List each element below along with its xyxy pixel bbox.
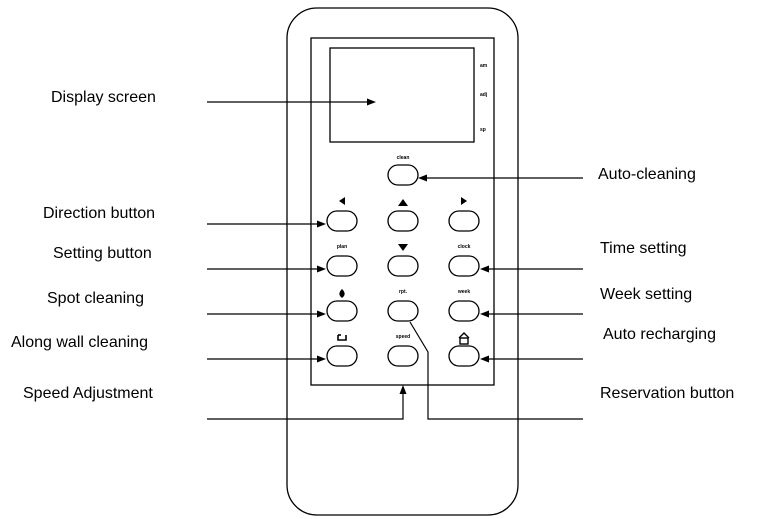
label-display-screen: Display screen	[51, 89, 156, 106]
reservation-button[interactable]	[387, 300, 419, 322]
down-arrow-icon	[398, 244, 408, 251]
speed-adjustment-button[interactable]	[387, 345, 419, 367]
left-direction-button[interactable]	[326, 210, 358, 232]
remote-body	[286, 7, 519, 516]
arrowhead-time-setting	[480, 265, 489, 273]
auto-cleaning-button[interactable]	[387, 164, 419, 186]
leader-speed-adjustment	[207, 394, 404, 420]
left-arrow-icon	[339, 197, 345, 205]
label-speed-adjustment: Speed Adjustment	[23, 385, 153, 402]
setting-button[interactable]	[326, 255, 358, 277]
down-direction-button[interactable]	[387, 255, 419, 277]
label-reservation-button: Reservation button	[600, 385, 735, 402]
caption-speed: speed	[396, 334, 410, 340]
caption-rpt: rpt.	[399, 289, 408, 295]
label-setting-button: Setting button	[53, 245, 152, 262]
auto-recharging-button[interactable]	[448, 345, 480, 367]
arrowhead-auto-recharging	[480, 355, 489, 363]
spot-icon	[339, 289, 345, 298]
arrowhead-auto-cleaning	[418, 174, 427, 182]
leader-reservation-button	[409, 321, 583, 420]
spot-cleaning-button[interactable]	[326, 300, 358, 322]
arrowhead-along-wall	[317, 355, 326, 363]
arrowhead-direction	[317, 220, 326, 228]
time-setting-button[interactable]	[448, 255, 480, 277]
label-along-wall-cleaning: Along wall cleaning	[11, 334, 148, 351]
along-wall-cleaning-button[interactable]	[326, 345, 358, 367]
label-direction-button: Direction button	[43, 205, 156, 222]
caption-plan: plan	[337, 244, 347, 250]
right-arrow-icon	[461, 197, 467, 205]
up-arrow-icon	[398, 199, 408, 206]
caption-clock: clock	[458, 244, 471, 250]
caption-clean: clean	[397, 155, 410, 161]
label-spot-cleaning: Spot cleaning	[47, 290, 144, 307]
wall-loop-icon	[337, 334, 347, 341]
label-auto-recharging: Auto recharging	[603, 326, 716, 343]
display-screen	[329, 47, 475, 143]
arrowhead-setting	[317, 265, 326, 273]
arrowhead-display-screen	[367, 98, 376, 106]
arrowheads	[317, 98, 489, 394]
home-icon	[458, 332, 470, 345]
arrowhead-spot	[317, 310, 326, 318]
label-auto-cleaning: Auto-cleaning	[598, 166, 696, 183]
week-setting-button[interactable]	[448, 300, 480, 322]
screen-mark-adj: adj	[480, 92, 488, 98]
leader-lines	[207, 101, 583, 420]
control-panel	[310, 37, 495, 386]
right-direction-button[interactable]	[448, 210, 480, 232]
label-week-setting: Week setting	[600, 286, 693, 303]
up-direction-button[interactable]	[387, 210, 419, 232]
arrowhead-speed	[399, 385, 407, 394]
screen-mark-sp: sp	[480, 127, 486, 133]
caption-week: week	[457, 289, 470, 295]
arrowhead-week-setting	[480, 310, 489, 318]
screen-mark-am: am	[480, 63, 488, 69]
label-time-setting: Time setting	[600, 240, 687, 257]
